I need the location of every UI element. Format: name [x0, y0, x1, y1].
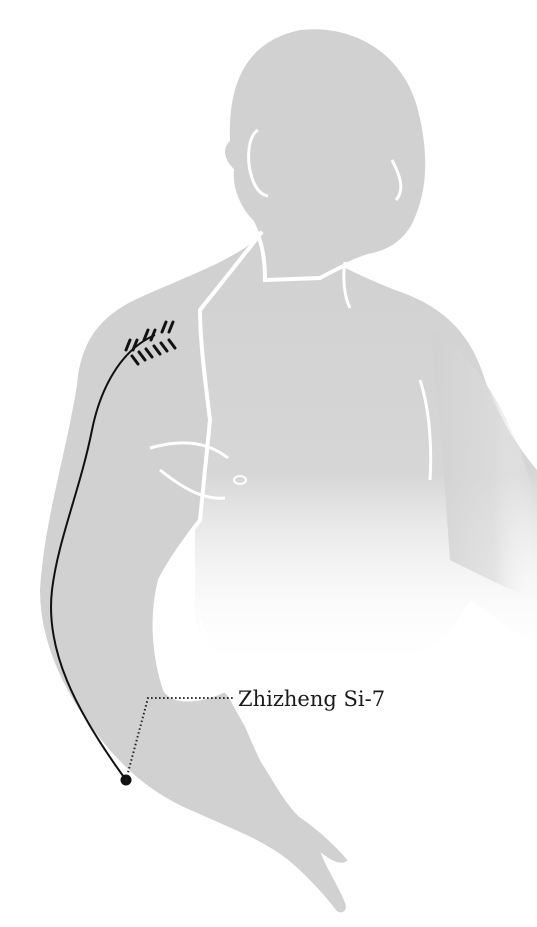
- acupoint-label: Zhizheng Si-7: [238, 687, 385, 711]
